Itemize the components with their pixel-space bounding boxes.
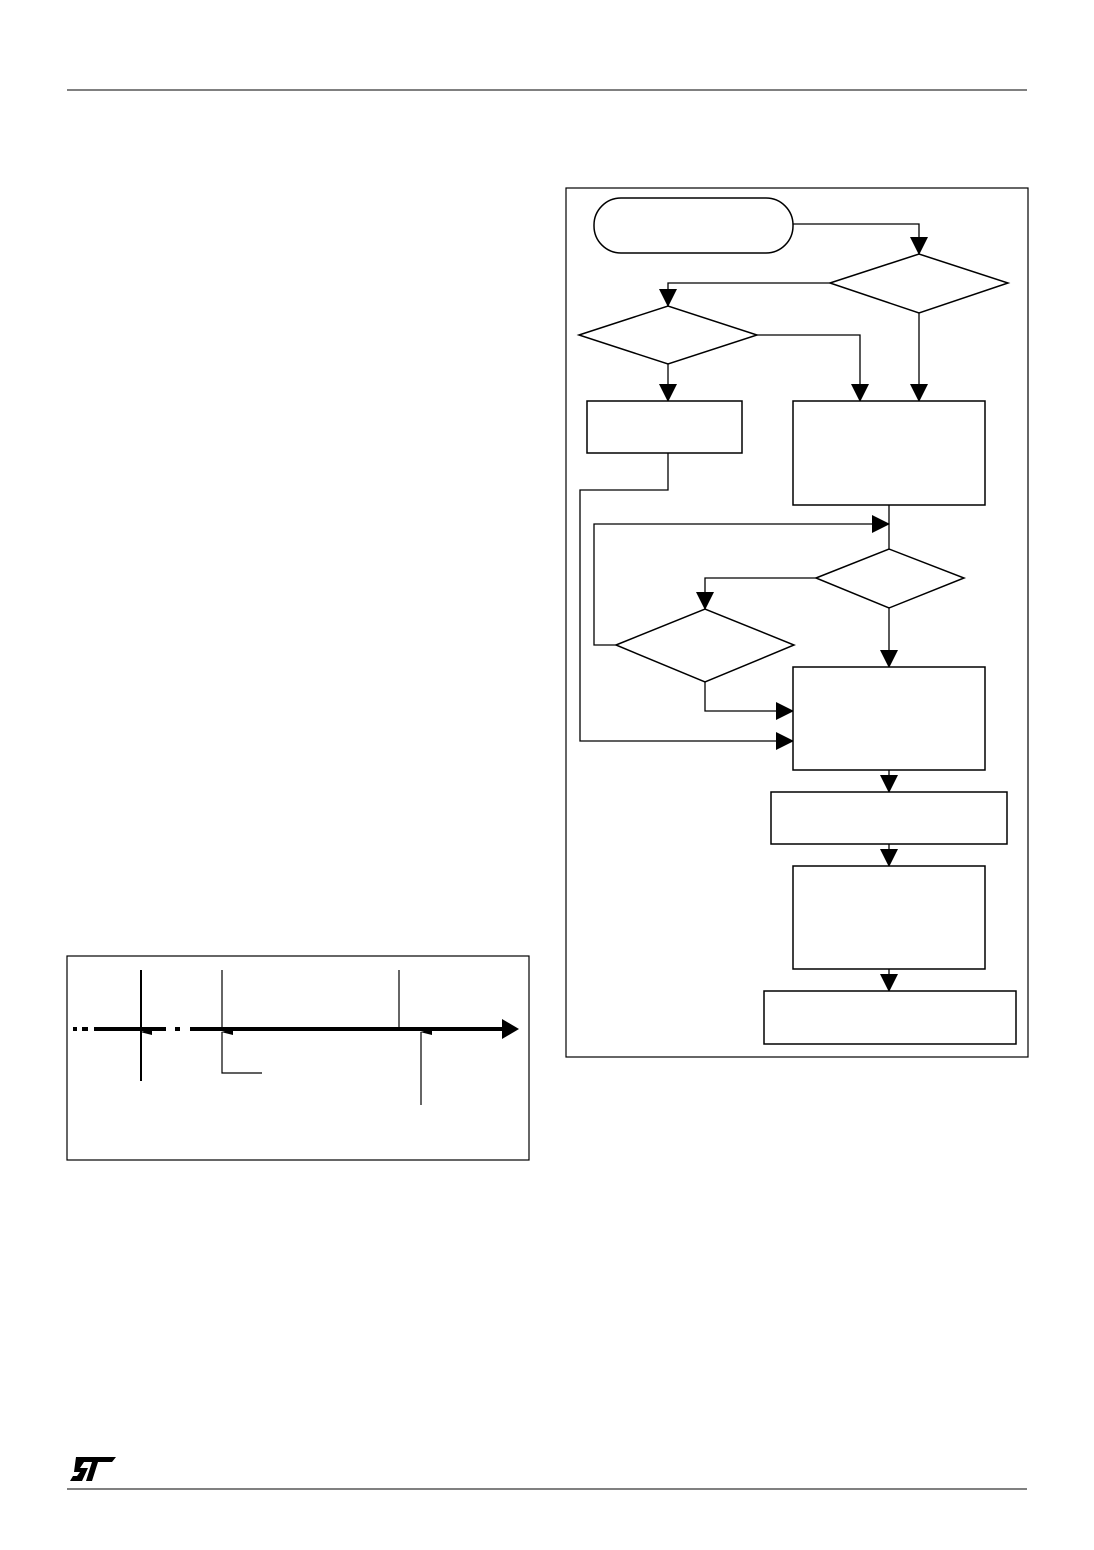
connector (793, 223, 928, 255)
connector (696, 577, 816, 610)
loop-connector (593, 515, 890, 646)
decision-1 (827, 253, 1011, 314)
marker-arrow (221, 1029, 262, 1074)
connector (757, 334, 869, 402)
flowchart-frame (565, 187, 1029, 1058)
timing-diagram (66, 955, 530, 1161)
connector (704, 682, 794, 720)
flowchart (565, 187, 1029, 1058)
process-box-f (763, 990, 1017, 1045)
process-box-b (792, 400, 986, 506)
decision-2 (576, 305, 760, 365)
process-box-e (792, 865, 986, 970)
decision-4 (614, 608, 796, 683)
connector (579, 453, 794, 750)
process-box-a (586, 400, 743, 454)
time-axis-arrowhead (502, 1019, 519, 1039)
st-logo-icon (70, 1457, 116, 1481)
connector (659, 282, 830, 307)
timing-frame (66, 955, 530, 1161)
process-box-c (792, 666, 986, 771)
decision-3 (813, 548, 967, 609)
process-box-d (770, 791, 1008, 845)
start-terminator (593, 197, 794, 254)
